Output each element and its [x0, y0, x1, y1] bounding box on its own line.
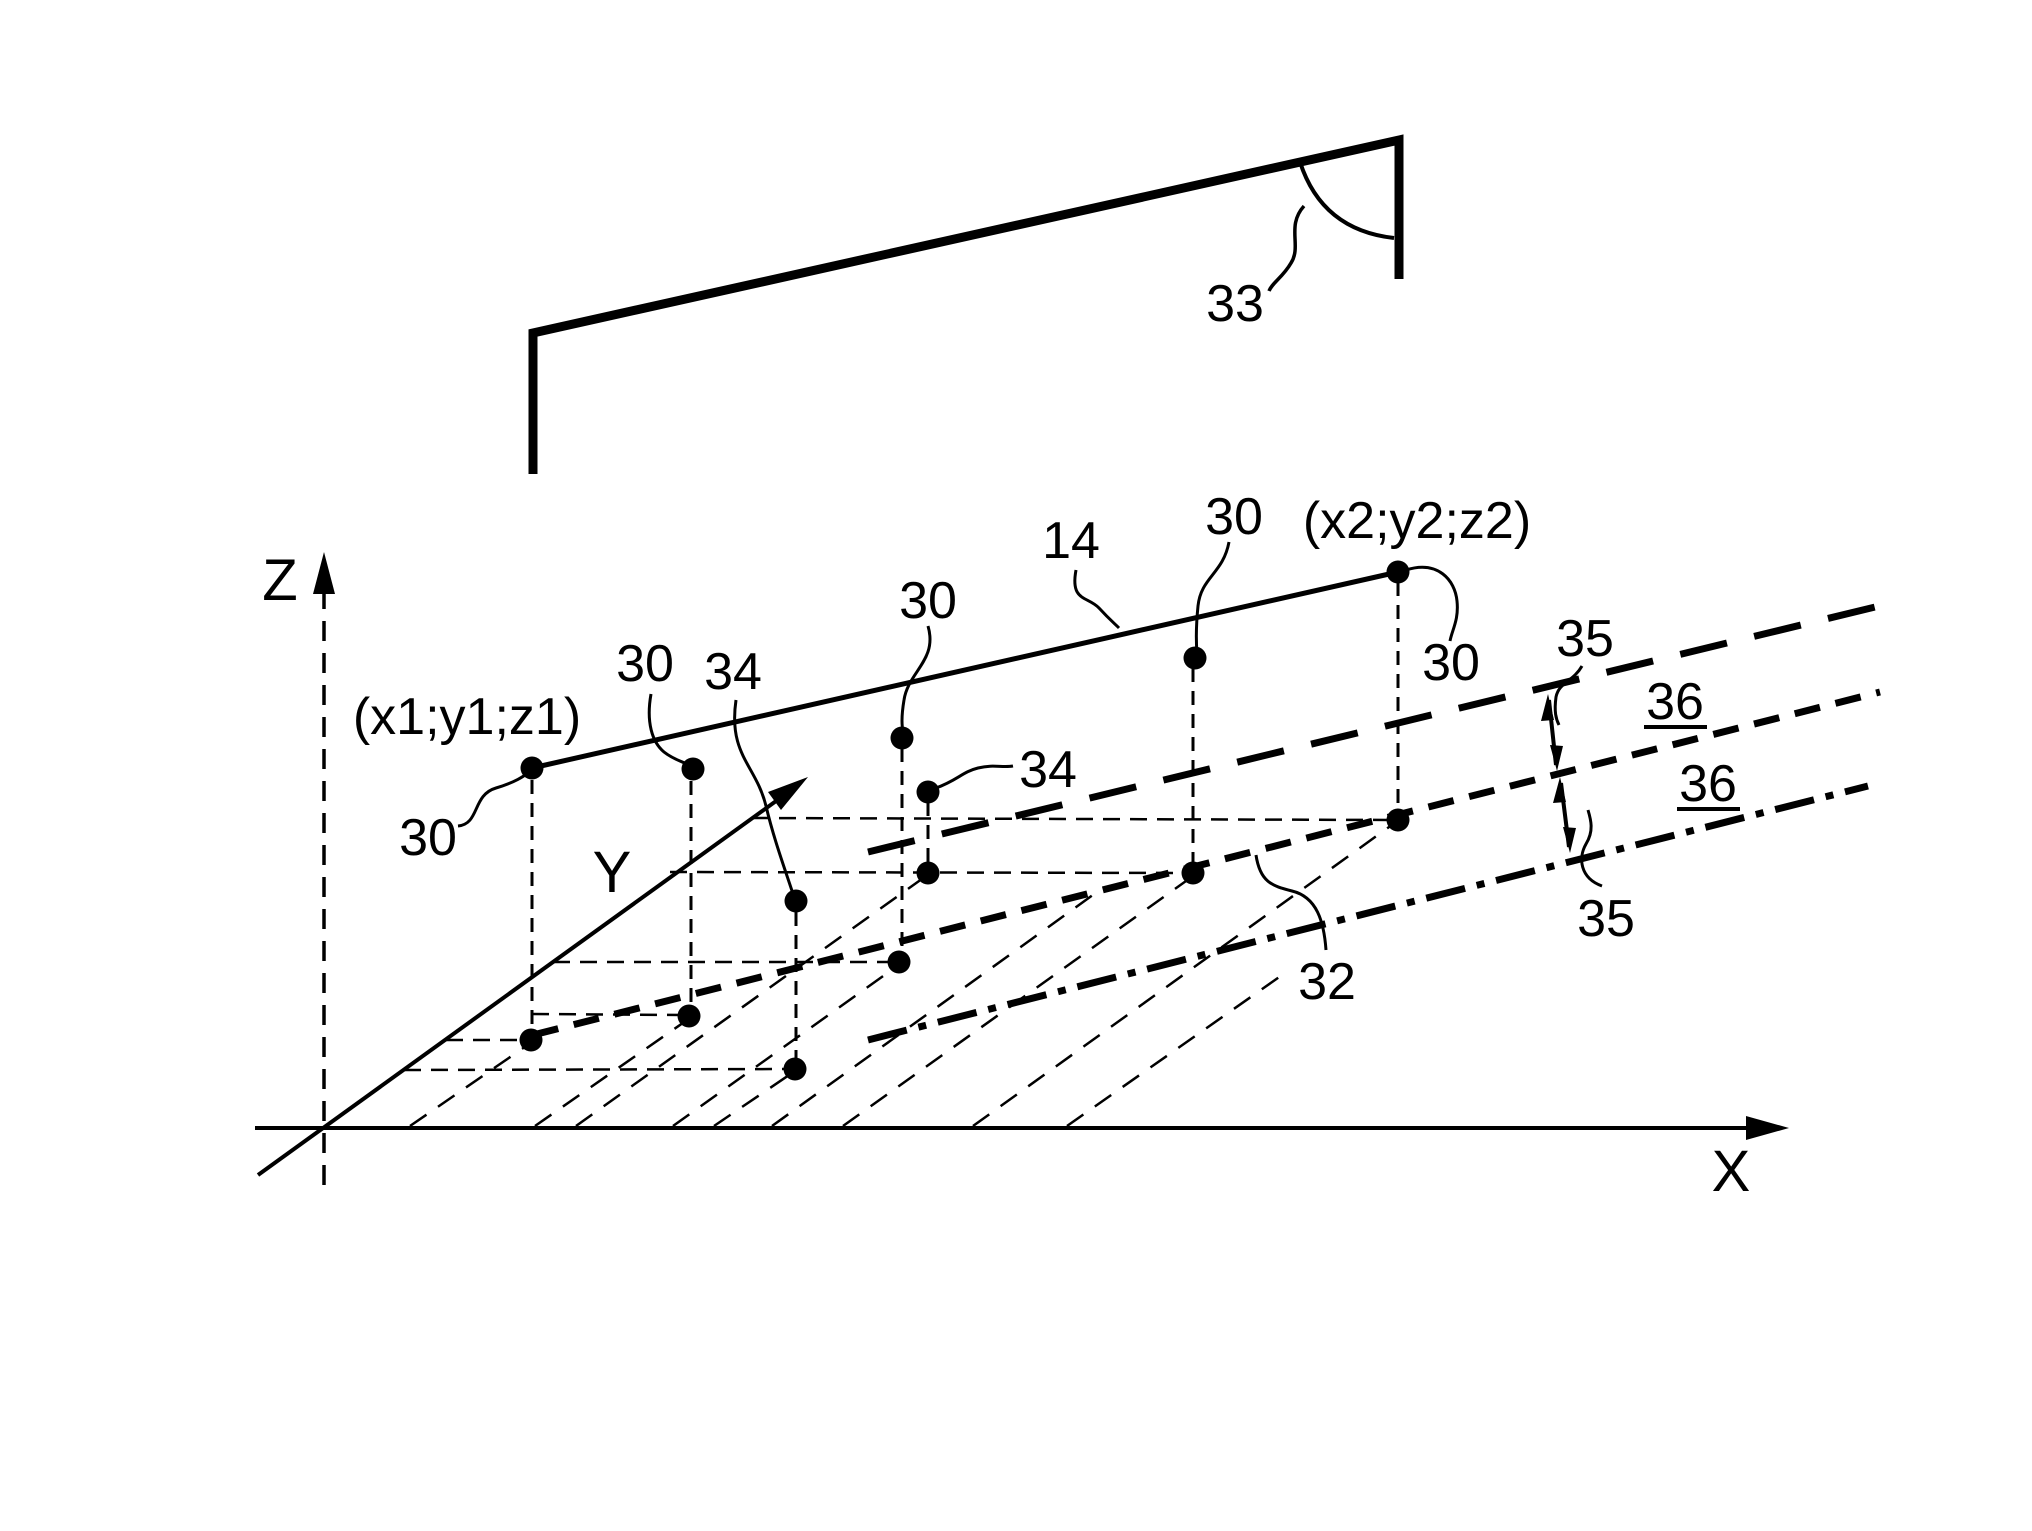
coord-label-p1: (x1;y1;z1) — [353, 688, 581, 746]
x-axis-arrowhead — [1746, 1116, 1789, 1140]
ref-30-4: 30 — [1205, 488, 1263, 546]
point-34-2 — [916, 780, 940, 804]
x-axis-label: X — [1712, 1139, 1751, 1204]
panel-outline — [528, 134, 1404, 474]
ground-point — [519, 1028, 543, 1052]
projection-horizontal — [751, 816, 1395, 822]
ref-32: 32 — [1298, 953, 1356, 1011]
ground-point — [1181, 861, 1205, 885]
leader-35-top — [1553, 665, 1584, 726]
projection-horizontal — [531, 1012, 685, 1017]
ref-14: 14 — [1042, 512, 1100, 570]
ref-30-3: 30 — [899, 572, 957, 630]
leader-34-2 — [935, 764, 1014, 790]
point-30-3 — [890, 726, 914, 750]
projection-diagonal — [1066, 971, 1286, 1128]
offset-line-upper-35 — [867, 603, 1876, 856]
projection-diagonal — [771, 890, 1098, 1128]
panel-angle-arc — [1298, 161, 1395, 240]
projection-diagonal — [575, 874, 927, 1128]
leader-32 — [1254, 854, 1328, 951]
ref-35-bottom: 35 — [1577, 890, 1635, 948]
point-30-x2y2z2 — [1386, 560, 1410, 584]
leaders — [457, 541, 1603, 951]
point-34-1 — [784, 889, 808, 913]
ref-35-top: 35 — [1556, 610, 1614, 668]
projection-diagonal — [409, 1040, 533, 1128]
projection-diagonal — [972, 820, 1397, 1128]
y-axis-label: Y — [593, 840, 632, 905]
projection-diagonal — [672, 962, 901, 1128]
ground-point — [887, 950, 911, 974]
leader-33 — [1267, 204, 1306, 292]
ref-30-2: 30 — [616, 635, 674, 693]
ref-34-1: 34 — [704, 643, 762, 701]
ref-34-2: 34 — [1019, 741, 1077, 799]
band-line-36 — [532, 688, 1881, 1039]
projection-verticals — [530, 582, 1400, 1064]
leader-34-1 — [733, 699, 796, 898]
leader-30-4 — [1194, 541, 1231, 654]
point-30-2 — [681, 757, 705, 781]
ref-36-upper: 36 — [1646, 673, 1704, 731]
interpolation-line-14 — [531, 569, 1399, 771]
arrowhead — [1550, 745, 1563, 771]
coord-label-p2: (x2;y2;z2) — [1303, 492, 1531, 550]
leader-30-3 — [900, 625, 932, 734]
point-30-4 — [1183, 646, 1207, 670]
leader-30-2 — [647, 693, 692, 768]
y-axis-arrowhead — [768, 777, 808, 810]
ground-point — [783, 1057, 807, 1081]
spacing-arrows — [1541, 694, 1576, 853]
ref-30-right: 30 — [1422, 634, 1480, 692]
arrowhead — [1553, 777, 1566, 803]
arrowhead — [1563, 827, 1576, 853]
projection-diagonal — [534, 1016, 691, 1128]
y-axis — [256, 794, 785, 1177]
leader-30-right — [1405, 565, 1459, 642]
reference-line-32 — [867, 782, 1869, 1044]
ref-33: 33 — [1206, 275, 1264, 333]
arrowhead — [1541, 694, 1554, 721]
ref-36-lower: 36 — [1679, 755, 1737, 813]
leader-30-left — [457, 769, 532, 828]
leader-14 — [1073, 569, 1121, 630]
measured-points — [519, 560, 1410, 1081]
ground-point — [677, 1004, 701, 1028]
ref-30-left: 30 — [399, 809, 457, 867]
z-axis-arrowhead — [313, 552, 335, 594]
ground-point — [1386, 808, 1410, 832]
projection-horizontal — [403, 1067, 790, 1072]
z-axis-label: Z — [262, 548, 297, 613]
projection-diagonal — [713, 1069, 796, 1128]
leader-35-bottom — [1580, 809, 1603, 888]
ground-point — [916, 861, 940, 885]
